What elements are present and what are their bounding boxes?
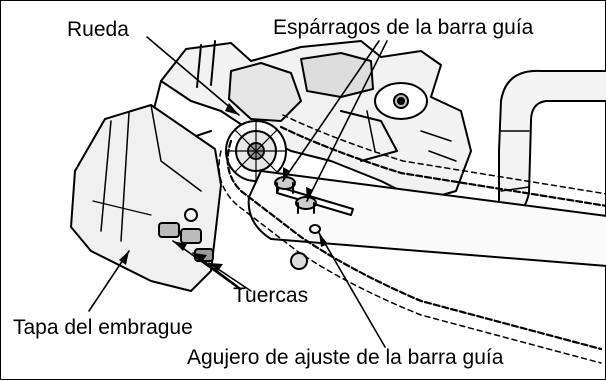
sprocket-wheel: [225, 120, 287, 182]
arrow-heads: [119, 103, 328, 271]
saw-chain: [218, 114, 606, 364]
label-clutch-cover: Tapa del embrague: [13, 316, 193, 339]
handle: [498, 69, 606, 217]
guide-bar: [247, 170, 606, 270]
clutch-cover: [70, 104, 222, 292]
label-bar-adjust-hole: Agujero de ajuste de la barra guía: [187, 346, 504, 369]
saw-body: [150, 40, 472, 202]
label-nuts: Tuercas: [233, 284, 309, 307]
label-wheel: Rueda: [67, 18, 129, 41]
label-bar-studs: Espárragos de la barra guía: [273, 16, 534, 39]
